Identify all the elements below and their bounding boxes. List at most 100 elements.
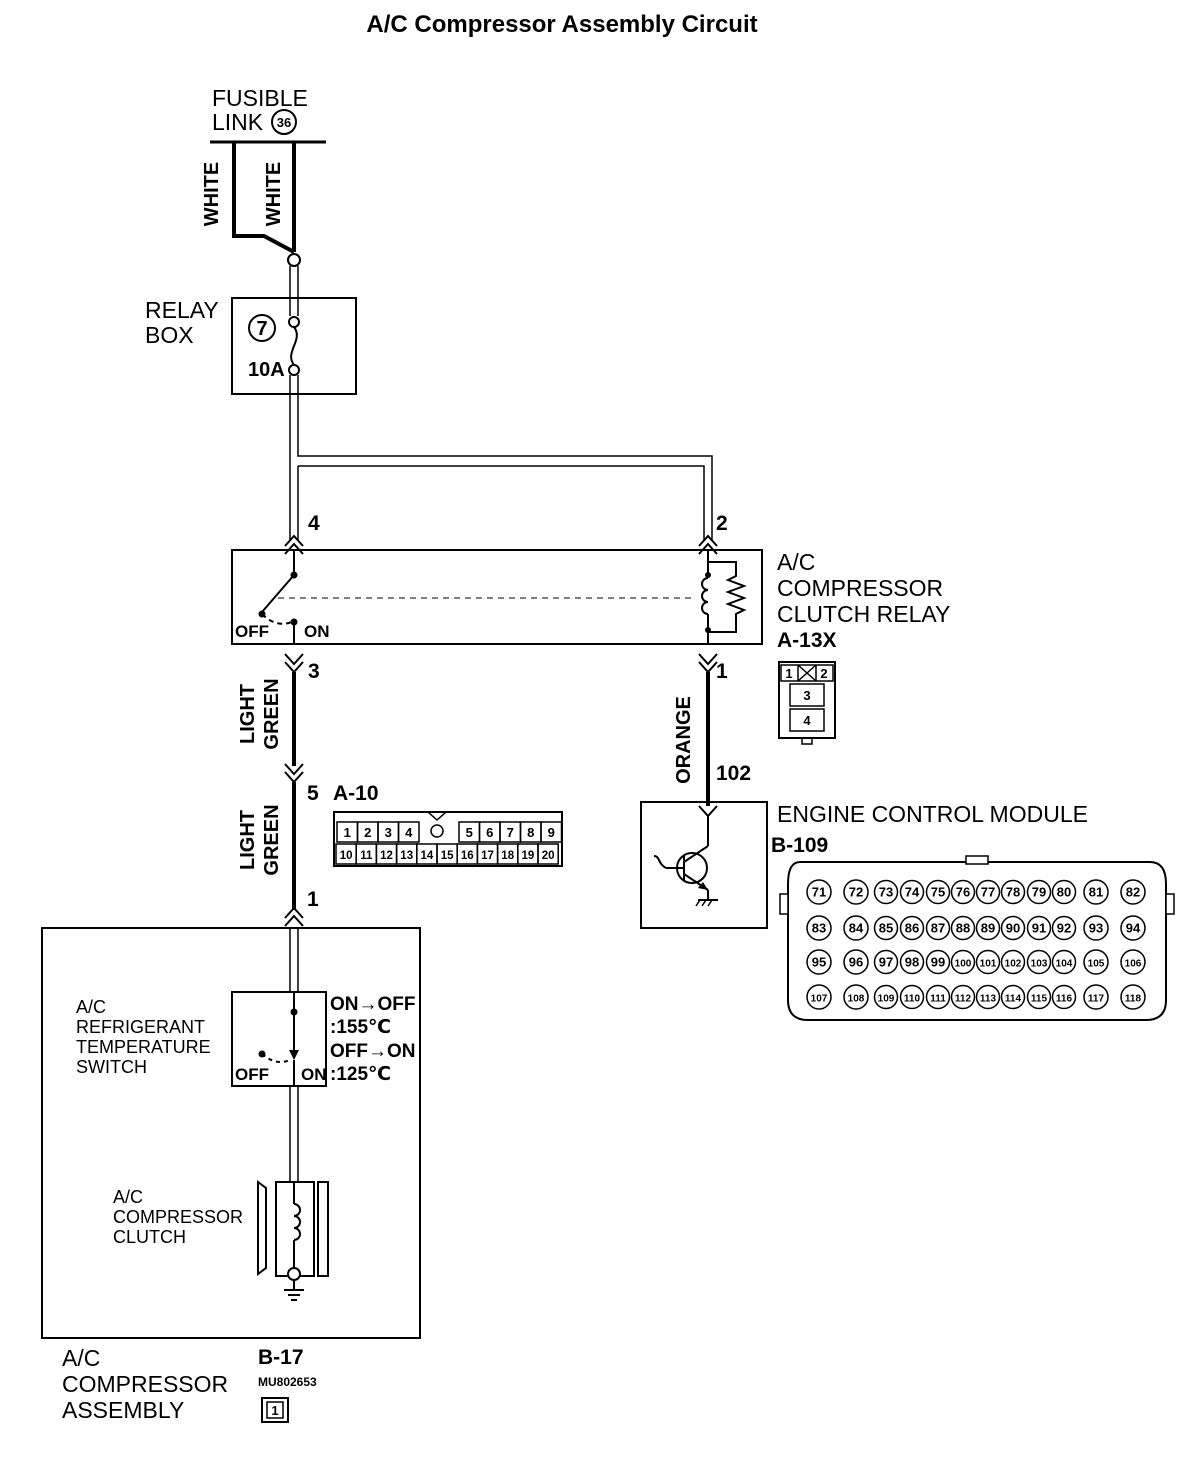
wire-color-orange: ORANGE (673, 696, 695, 784)
ecm-pin-label: 116 (1056, 994, 1073, 1005)
temp-switch-label-line3: TEMPERATURE (76, 1037, 211, 1057)
ecm-pin-label: 110 (904, 994, 921, 1005)
ecm-pin (975, 949, 1001, 975)
a13x-latch (801, 737, 813, 745)
ecm-pin-label: 112 (955, 994, 972, 1005)
ecm-pin (950, 915, 976, 941)
ecm-pin-label: 118 (1125, 994, 1142, 1005)
ecm-pin (1051, 949, 1077, 975)
connector-arrow-pin-5 (284, 763, 304, 776)
ecm-pin-label: 85 (879, 921, 893, 936)
pin-3-label: 3 (308, 660, 320, 683)
a10-pin-label: 12 (380, 850, 393, 862)
ecm-pin (950, 879, 976, 905)
ecm-pin-label: 89 (981, 921, 995, 936)
ecm-pin (925, 984, 951, 1010)
a10-pin-label: 13 (400, 850, 413, 862)
a10-pin-label: 18 (501, 850, 514, 862)
ecm-pin-label: 71 (812, 885, 826, 900)
splice-point (287, 253, 301, 267)
ecm-pin (1051, 879, 1077, 905)
ecm-pin-label: 94 (1126, 921, 1141, 936)
relay-switch-arm (261, 574, 295, 613)
a13x-pin-label: 1 (785, 666, 792, 681)
clutch-relay-connector-id: A-13X (777, 629, 837, 652)
ecm-pin-label: 105 (1088, 959, 1105, 970)
a10-pin-label: 17 (481, 850, 494, 862)
relay-box-frame (231, 297, 357, 395)
diagram-title: A/C Compressor Assembly Circuit (366, 11, 757, 38)
a10-connector-id: A-10 (333, 782, 379, 805)
transistor-collector (683, 845, 709, 863)
compressor-assembly-frame (41, 927, 421, 1339)
ecm-pin (1120, 915, 1146, 941)
ecm-ground-hatch (701, 899, 707, 907)
clutch-ground-terminal (287, 1267, 301, 1281)
a10-pin-label: 2 (364, 825, 371, 840)
relay-box-label-line2: BOX (145, 322, 194, 348)
a10-pin-label: 9 (548, 825, 555, 840)
ecm-pin-label: 83 (812, 921, 826, 936)
ecm-title: ENGINE CONTROL MODULE (777, 801, 1088, 827)
clutch-plate-left (257, 1180, 267, 1276)
ecm-pin-label: 73 (879, 885, 893, 900)
ecm-pin (899, 915, 925, 941)
ecm-pin-label: 115 (1031, 994, 1048, 1005)
pin-1-compressor-label: 1 (307, 888, 319, 911)
ecm-pin-label: 109 (878, 994, 895, 1005)
ecm-pin-label: 86 (905, 921, 919, 936)
temp-switch-travel (261, 1053, 291, 1063)
a10-pin-cell (537, 843, 559, 865)
relay-on-label: ON (304, 622, 330, 641)
temp-switch-arrow (289, 1050, 299, 1060)
a13x-row-bottom (789, 708, 825, 732)
a13x-row-top (780, 664, 834, 682)
ecm-pin (1000, 915, 1026, 941)
ecm-pin (1026, 984, 1052, 1010)
a10-pin-label: 4 (405, 825, 413, 840)
a10-key-mark (426, 811, 448, 822)
connector-arrow-pin-4 (284, 534, 304, 547)
ecm-pin (873, 879, 899, 905)
ecm-pin-label: 100 (955, 959, 972, 970)
a10-pin-label: 7 (507, 825, 514, 840)
coil-node-top (705, 572, 711, 578)
a10-pin-label: 15 (441, 850, 454, 862)
ecm-pin-label: 78 (1006, 885, 1020, 900)
fuse-rating: 10A (248, 359, 285, 381)
fusible-link-label-line1: FUSIBLE (212, 85, 308, 111)
temp-switch-spec-on-off: ON→OFF (330, 994, 416, 1015)
clutch-label-line3: CLUTCH (113, 1227, 186, 1247)
ecm-pin (925, 879, 951, 905)
ecm-pin-label: 104 (1056, 959, 1073, 970)
ecm-pin (806, 915, 832, 941)
ecm-pin-label: 74 (905, 885, 920, 900)
relay-suppression-resistor (708, 561, 747, 633)
pin-102-label: 102 (716, 762, 751, 785)
relay-coil (701, 577, 709, 615)
ecm-pin (1026, 879, 1052, 905)
ecm-pin (1000, 984, 1026, 1010)
ecm-ground-hatch (707, 899, 713, 907)
ecm-pin-label: 96 (849, 955, 863, 970)
clutch-relay-label-line1: A/C (777, 549, 815, 575)
compressor-connector-face (261, 1397, 289, 1423)
ecm-pin-label: 75 (931, 885, 945, 900)
pin-1-relay-label: 1 (716, 660, 728, 683)
compressor-connector-id: B-17 (258, 1346, 304, 1369)
temp-switch-spec-on-off-value: :155℃ (330, 1017, 391, 1038)
ecm-pin (1120, 984, 1146, 1010)
a10-pin-label: 3 (385, 825, 392, 840)
transistor-emitter-arrow (698, 882, 708, 890)
connector-arrow-pin-3 (284, 653, 304, 666)
ecm-pin (1120, 879, 1146, 905)
a10-pin-label: 5 (466, 825, 473, 840)
fusible-link-number-circle (271, 109, 297, 135)
ecm-pin-label: 97 (879, 955, 893, 970)
ecm-pin (843, 915, 869, 941)
ecm-pin-label: 77 (981, 885, 995, 900)
fuse-element (290, 326, 298, 366)
ecm-pin-label: 87 (931, 921, 945, 936)
